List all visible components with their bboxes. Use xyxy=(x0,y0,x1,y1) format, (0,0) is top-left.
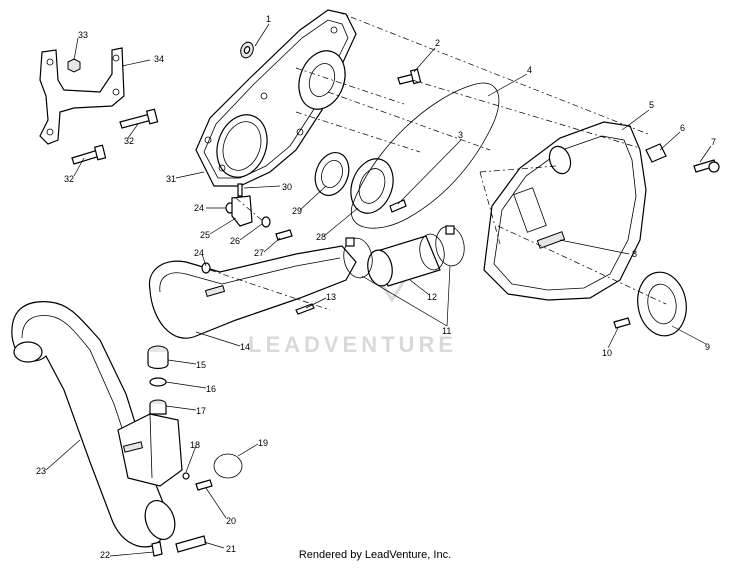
airbox-housing xyxy=(117,413,183,487)
hose-clamp-11-left xyxy=(343,237,373,279)
callout-14: 14 xyxy=(240,342,250,352)
callout-11: 11 xyxy=(442,326,451,336)
fitting-17 xyxy=(149,399,167,415)
bolt-2 xyxy=(397,68,422,85)
bolt-3 xyxy=(389,199,407,213)
clip-6 xyxy=(645,143,667,163)
callout-32-upper: 32 xyxy=(124,136,134,146)
bolt-32-lower xyxy=(71,144,107,165)
cap-15 xyxy=(147,345,169,370)
center-lines xyxy=(209,11,667,311)
callout-labels: 1 2 3 4 5 6 7 8 9 10 11 12 13 14 15 16 1… xyxy=(36,14,716,560)
callout-19: 19 xyxy=(258,438,268,448)
callout-30: 30 xyxy=(282,182,292,192)
bolt-18 xyxy=(182,472,190,480)
outer-clutch-cover xyxy=(483,121,647,301)
callout-7: 7 xyxy=(711,137,716,147)
callout-13: 13 xyxy=(326,292,336,302)
callout-1: 1 xyxy=(266,14,271,24)
callout-31: 31 xyxy=(166,174,176,184)
callout-12: 12 xyxy=(427,292,437,302)
callout-25: 25 xyxy=(200,230,210,240)
callout-6: 6 xyxy=(680,123,685,133)
callout-5: 5 xyxy=(649,100,654,110)
callout-20: 20 xyxy=(226,516,236,526)
callout-21: 21 xyxy=(226,544,236,554)
callout-18: 18 xyxy=(190,440,200,450)
bolt-30 xyxy=(237,183,243,197)
callout-22: 22 xyxy=(100,550,110,560)
callout-29: 29 xyxy=(292,206,302,216)
washer-26 xyxy=(261,216,271,228)
drive-belt xyxy=(350,82,500,229)
screw-20 xyxy=(195,479,213,491)
inner-clutch-cover xyxy=(195,9,357,187)
callout-17: 17 xyxy=(196,406,206,416)
callout-23: 23 xyxy=(36,466,46,476)
callout-16: 16 xyxy=(206,384,216,394)
callout-8: 8 xyxy=(632,249,637,259)
clamp-19 xyxy=(213,453,243,479)
washer-24-lower xyxy=(201,262,211,274)
duct-hose-12 xyxy=(367,233,445,287)
bracket-25 xyxy=(231,195,253,227)
seal-28 xyxy=(350,158,394,214)
callout-24-lower: 24 xyxy=(194,248,204,258)
bolt-32-upper xyxy=(119,108,159,129)
intake-tube-23 xyxy=(11,301,176,548)
hose-21 xyxy=(175,535,207,553)
mounting-bracket xyxy=(39,47,125,145)
callout-33: 33 xyxy=(78,30,88,40)
leader-lines xyxy=(45,23,712,557)
callout-28: 28 xyxy=(316,232,326,242)
callout-24-upper: 24 xyxy=(194,203,204,213)
intake-duct xyxy=(148,245,357,339)
nut-33 xyxy=(67,58,81,73)
rendered-by-footer: Rendered by LeadVenture, Inc. xyxy=(298,549,452,561)
callout-4: 4 xyxy=(527,65,532,75)
gasket-9 xyxy=(637,271,687,337)
callout-27: 27 xyxy=(254,248,264,258)
seal-29 xyxy=(314,152,350,196)
callout-10: 10 xyxy=(602,348,612,358)
hose-clamp-11-right xyxy=(435,225,465,267)
callout-26: 26 xyxy=(230,236,240,246)
callout-9: 9 xyxy=(705,342,710,352)
watermark-text: LEADVENTURE xyxy=(248,332,457,357)
callout-2: 2 xyxy=(435,38,440,48)
bolt-7 xyxy=(693,159,720,173)
washer-1 xyxy=(240,41,254,59)
o-ring-16 xyxy=(149,377,167,387)
bolt-10 xyxy=(613,317,631,329)
callout-34: 34 xyxy=(154,54,164,64)
callout-15: 15 xyxy=(196,360,206,370)
bolt-27 xyxy=(275,229,293,241)
callout-3: 3 xyxy=(458,130,463,140)
callout-32-lower: 32 xyxy=(64,174,74,184)
